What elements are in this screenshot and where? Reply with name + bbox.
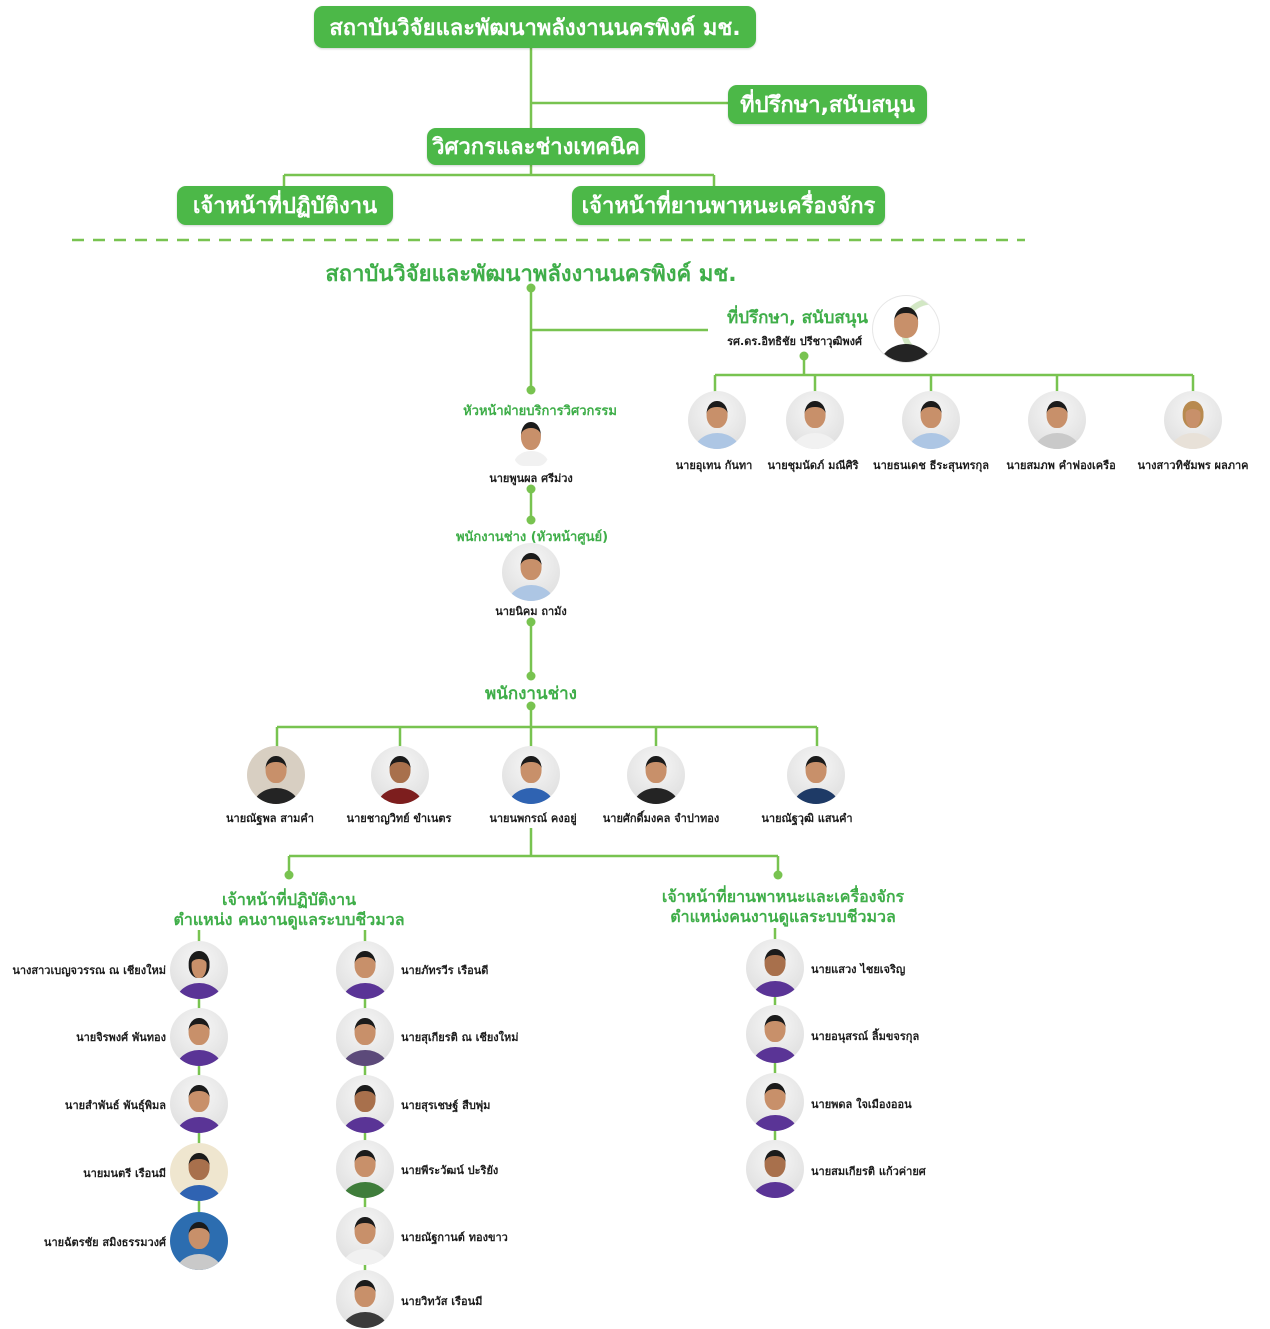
engineering-head-photo bbox=[513, 420, 549, 466]
technician-name: นายณัฐพล สามคำ bbox=[226, 812, 314, 825]
technician-name: นายชาญวิทย์ ขำเนตร bbox=[346, 812, 452, 825]
technician-name: นายณัฐวุฒิ แสนคำ bbox=[761, 812, 853, 825]
operations-staff-photo bbox=[170, 941, 228, 999]
connector-dot bbox=[284, 870, 294, 880]
operations-staff-photo bbox=[336, 1008, 394, 1066]
consultant-name: นายอุเทน กันทา bbox=[675, 459, 753, 472]
connector-dot bbox=[526, 385, 536, 395]
connector-dot bbox=[773, 870, 783, 880]
consultant-photo bbox=[1164, 391, 1222, 449]
vehicle-staff-photo bbox=[746, 1073, 804, 1131]
consultant-name: นายชุมนัดภ์ มณีศิริ bbox=[767, 459, 859, 472]
engineering-head-name: นายพูนผล ศรีม่วง bbox=[489, 472, 573, 485]
overview-tree-lines bbox=[282, 48, 728, 186]
operations-box: เจ้าหน้าที่ปฏิบัติงาน bbox=[177, 186, 393, 225]
consultant-photo bbox=[1028, 391, 1086, 449]
operations-staff-photo bbox=[170, 1075, 228, 1133]
operations-staff-name: นายพีระวัฒน์ ปะริยัง bbox=[401, 1164, 499, 1177]
technician-photo bbox=[247, 746, 305, 804]
consultant-name: นายสมภพ คำฟองเครือ bbox=[1006, 459, 1116, 472]
engineering-head-role: หัวหน้าฝ่ายบริการวิศวกรรม bbox=[463, 404, 617, 419]
vehicle-staff-name: นายสมเกียรติ แก้วค่ายศ bbox=[811, 1165, 926, 1178]
engineers-box: วิศวกรและช่างเทคนิค bbox=[427, 128, 645, 165]
operations-staff-name: นายภัทรวีร เรือนดี bbox=[401, 964, 489, 977]
advisor-box: ที่ปรึกษา,สนับสนุน bbox=[728, 85, 927, 124]
advisor-photo bbox=[873, 296, 939, 362]
connector-dot bbox=[526, 617, 536, 627]
operations-staff-photo bbox=[336, 1140, 394, 1198]
connector-dot bbox=[526, 701, 536, 711]
technician-bus-line bbox=[275, 706, 819, 747]
consultant-photo bbox=[902, 391, 960, 449]
operations-staff-photo bbox=[336, 1075, 394, 1133]
operations-staff-name: นายสุเกียรติ ณ เชียงใหม่ bbox=[401, 1031, 519, 1044]
connector-dot bbox=[526, 671, 536, 681]
detail-title: สถาบันวิจัยและพัฒนาพลังงานนครพิงค์ มช. bbox=[325, 262, 737, 287]
vehicle-staff-photo bbox=[746, 939, 804, 997]
root-box: สถาบันวิจัยและพัฒนาพลังงานนครพิงค์ มช. bbox=[314, 6, 756, 48]
operations-staff-photo bbox=[170, 1008, 228, 1066]
operations-staff-name: นายจิรพงศ์ พันทอง bbox=[76, 1031, 166, 1044]
operations-staff-photo bbox=[170, 1143, 228, 1201]
consultant-name: นายธนเดช ธีระสุนทรกุล bbox=[873, 459, 989, 472]
lead-technician-role: พนักงานช่าง (หัวหน้าศูนย์) bbox=[455, 530, 609, 545]
operations-staff-name: นายวิทวัส เรือนมี bbox=[401, 1295, 483, 1308]
vehicle-staff-photo bbox=[746, 1005, 804, 1063]
operations-staff-name: นายสุรเชษฐ์ สืบพุ่ม bbox=[401, 1099, 491, 1112]
vehicle-staff-name: นายอนุสรณ์ ลิ้มขจรกุล bbox=[811, 1030, 920, 1043]
operations-group-title: เจ้าหน้าที่ปฏิบัติงาน bbox=[221, 890, 357, 909]
connector-dot bbox=[526, 283, 536, 293]
operations-staff-photo bbox=[170, 1212, 228, 1270]
technician-name: นายนพกรณ์ คงอยู่ bbox=[489, 812, 577, 825]
operations-staff-name: นายณัฐกานต์ ทองขาว bbox=[401, 1231, 508, 1244]
operations-staff-photo bbox=[336, 1270, 394, 1328]
vehicle-group-title: เจ้าหน้าที่ยานพาหนะและเครื่องจักร bbox=[661, 887, 905, 906]
operations-group-position: ตำแหน่ง คนงานดูแลระบบชีวมวล bbox=[173, 910, 405, 929]
consultant-photo bbox=[786, 391, 844, 449]
technician-photo bbox=[371, 746, 429, 804]
vehicle-staff-name: นายพดล ใจเมืองออน bbox=[811, 1098, 912, 1111]
vehicle-staff-name: นายแสวง ไชยเจริญ bbox=[811, 963, 906, 976]
vehicle-group-position: ตำแหน่งคนงานดูแลระบบชีวมวล bbox=[670, 907, 896, 926]
lead-technician-name: นายนิคม ถามัง bbox=[495, 605, 567, 618]
vehicle-staff-photo bbox=[746, 1140, 804, 1198]
connector-dot bbox=[526, 515, 536, 525]
vehicles-box: เจ้าหน้าที่ยานพาหนะเครื่องจักร bbox=[572, 186, 885, 225]
consultant-bus-line bbox=[713, 356, 1195, 392]
operations-staff-name: นายมนตรี เรือนมี bbox=[83, 1167, 166, 1180]
advisor-heading: ที่ปรึกษา, สนับสนุน bbox=[727, 308, 868, 328]
lead-technician-photo bbox=[502, 543, 560, 601]
technician-photo bbox=[502, 746, 560, 804]
connector-dot bbox=[799, 351, 809, 361]
group-bus-line bbox=[287, 828, 780, 875]
consultant-photo bbox=[688, 391, 746, 449]
technicians-heading: พนักงานช่าง bbox=[485, 684, 577, 704]
operations-staff-name: นางสาวเบญจวรรณ ณ เชียงใหม่ bbox=[12, 964, 166, 977]
operations-staff-name: นายสำพันธ์ พันธุ์พิมล bbox=[64, 1099, 166, 1112]
technician-name: นายศักดิ์มงคล จำปาทอง bbox=[602, 812, 720, 825]
operations-staff-photo bbox=[336, 1207, 394, 1265]
technician-photo bbox=[787, 746, 845, 804]
operations-staff-photo bbox=[336, 941, 394, 999]
connector-dot bbox=[526, 484, 536, 494]
consultant-name: นางสาวทิชัมพร ผลภาค bbox=[1137, 459, 1249, 472]
technician-photo bbox=[627, 746, 685, 804]
operations-staff-name: นายฉัตรชัย สมิงธรรมวงศ์ bbox=[43, 1236, 166, 1249]
advisor-name: รศ.ดร.อิทธิชัย ปรีชาวุฒิพงศ์ bbox=[727, 335, 862, 348]
